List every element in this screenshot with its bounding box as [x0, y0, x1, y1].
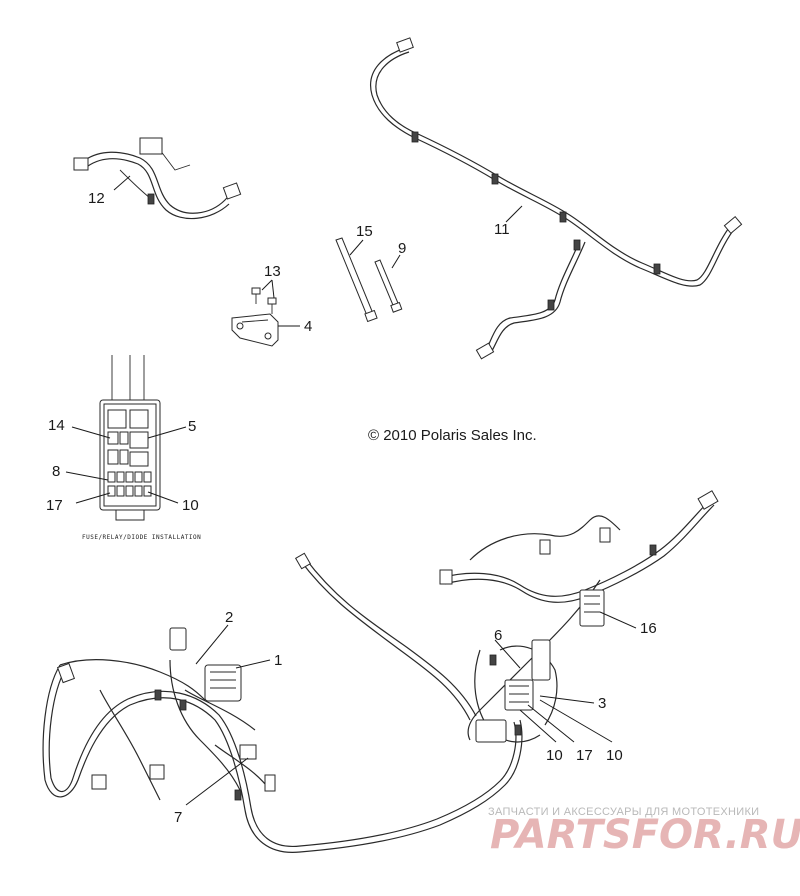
callout-labels: 12 11 15 9 13 4 14 5 8 17 10 1 2 7 16 6 … [46, 190, 657, 826]
callout-14: 14 [48, 417, 65, 434]
fuse-box-caption: FUSE/RELAY/DIODE INSTALLATION [82, 534, 201, 541]
watermark-tagline: ЗАПЧАСТИ И АКСЕССУАРЫ ДЛЯ МОТОТЕХНИКИ [488, 806, 759, 818]
callout-10-harness-a: 10 [546, 747, 563, 764]
callout-16: 16 [640, 620, 657, 637]
harness-11[interactable] [370, 37, 743, 360]
callout-2: 2 [225, 609, 233, 626]
main-harness-1[interactable] [42, 552, 523, 853]
callout-11: 11 [494, 221, 510, 238]
fuse-relay-box[interactable] [99, 355, 161, 521]
callout-13: 13 [264, 263, 281, 280]
screws-13[interactable] [251, 287, 277, 314]
callout-7: 7 [174, 809, 182, 826]
right-harness-cluster[interactable] [439, 490, 719, 743]
callout-10-harness-b: 10 [606, 747, 623, 764]
watermark-logo: PARTSFOR.RU [490, 812, 800, 858]
watermark: ЗАПЧАСТИ И АКСЕССУАРЫ ДЛЯ МОТОТЕХНИКИ PA… [488, 806, 800, 858]
callout-8: 8 [52, 463, 60, 480]
bracket-4[interactable] [231, 313, 279, 347]
callout-6: 6 [494, 627, 502, 644]
cable-tie-9[interactable] [374, 259, 403, 313]
callout-17-harness: 17 [576, 747, 593, 764]
callout-5: 5 [188, 418, 196, 435]
leader-lines [65, 175, 637, 806]
callout-4: 4 [304, 318, 312, 335]
callout-10-fusebox: 10 [182, 497, 199, 514]
copyright-text: © 2010 Polaris Sales Inc. [368, 427, 537, 444]
cable-tie-15[interactable] [335, 237, 378, 323]
callout-17-fusebox: 17 [46, 497, 63, 514]
callout-3: 3 [598, 695, 606, 712]
callout-9: 9 [398, 240, 406, 257]
callout-15: 15 [356, 223, 373, 240]
harness-12[interactable] [73, 137, 242, 220]
callout-1: 1 [274, 652, 282, 669]
callout-12: 12 [88, 190, 105, 207]
